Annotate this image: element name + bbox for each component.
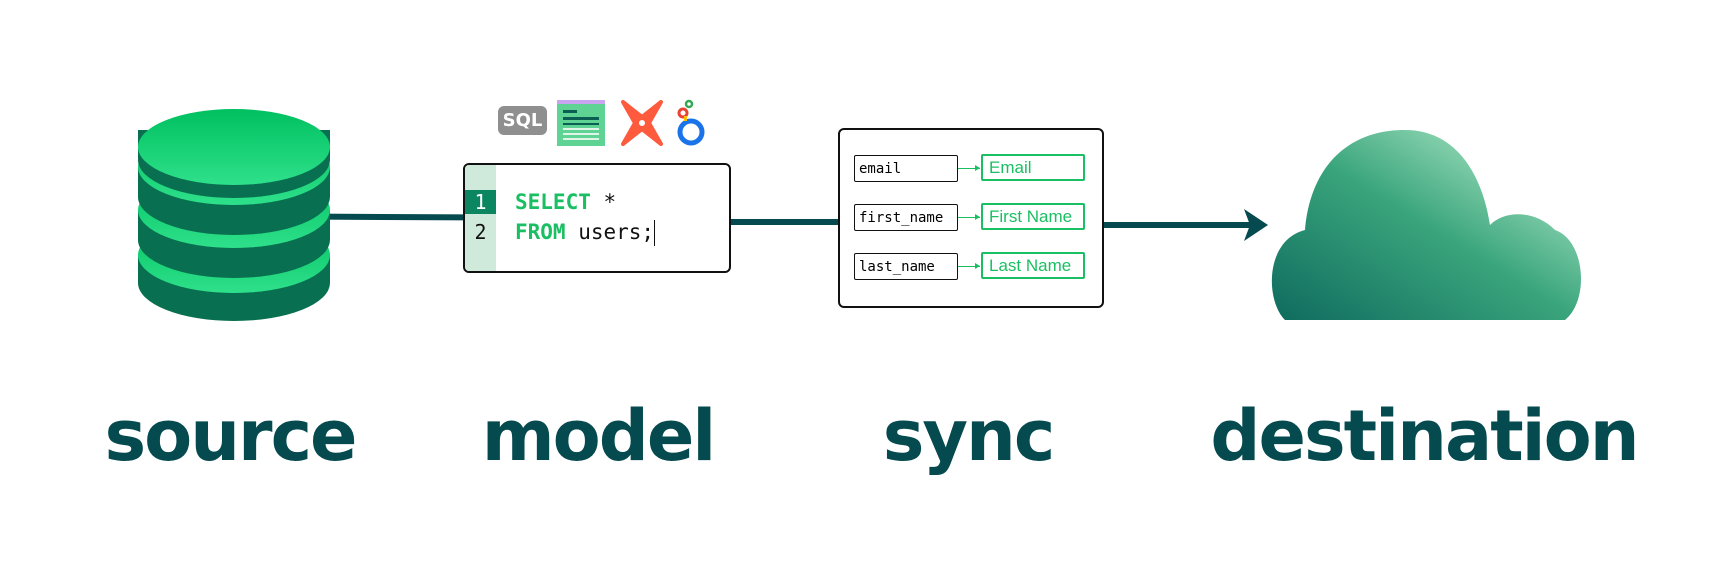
cloud-icon xyxy=(1271,130,1582,320)
arrow-icon xyxy=(958,165,980,171)
spreadsheet-icon xyxy=(557,100,605,146)
sql-text: users; xyxy=(565,220,655,244)
connector-model-sync xyxy=(727,219,840,225)
sql-keyword: SELECT xyxy=(515,190,591,214)
code-line: FROM users; xyxy=(515,220,656,246)
code-line: SELECT * xyxy=(515,190,616,214)
connector-sync-destination xyxy=(1102,222,1252,228)
stage-label-sync: sync xyxy=(882,395,1056,477)
source-field[interactable]: email xyxy=(854,155,958,182)
arrow-icon xyxy=(958,263,980,269)
destination-field[interactable]: Email xyxy=(981,154,1085,181)
sync-mapping-panel: email Email first_name First Name last_n… xyxy=(838,128,1104,308)
line-number: 1 xyxy=(465,190,496,214)
sql-text: * xyxy=(590,190,617,214)
database-icon xyxy=(138,109,330,321)
stage-label-destination: destination xyxy=(1210,395,1639,477)
dbt-icon xyxy=(621,100,663,146)
sql-icon: SQL xyxy=(498,106,547,135)
arrowhead-icon xyxy=(1244,209,1268,241)
destination-field[interactable]: Last Name xyxy=(981,252,1085,279)
source-field[interactable]: first_name xyxy=(854,204,958,231)
connector-source-model xyxy=(319,213,466,221)
arrow-icon xyxy=(958,214,980,220)
source-field[interactable]: last_name xyxy=(854,253,958,280)
line-number: 2 xyxy=(474,220,487,244)
stage-label-source: source xyxy=(104,395,357,477)
sql-keyword: FROM xyxy=(515,220,566,244)
line-number-gutter xyxy=(465,165,496,271)
text-cursor xyxy=(654,220,656,246)
destination-field[interactable]: First Name xyxy=(981,203,1085,230)
sql-editor[interactable]: 1 2 SELECT * FROM users; xyxy=(463,163,731,273)
looker-icon xyxy=(677,99,705,146)
stage-label-model: model xyxy=(481,395,717,477)
